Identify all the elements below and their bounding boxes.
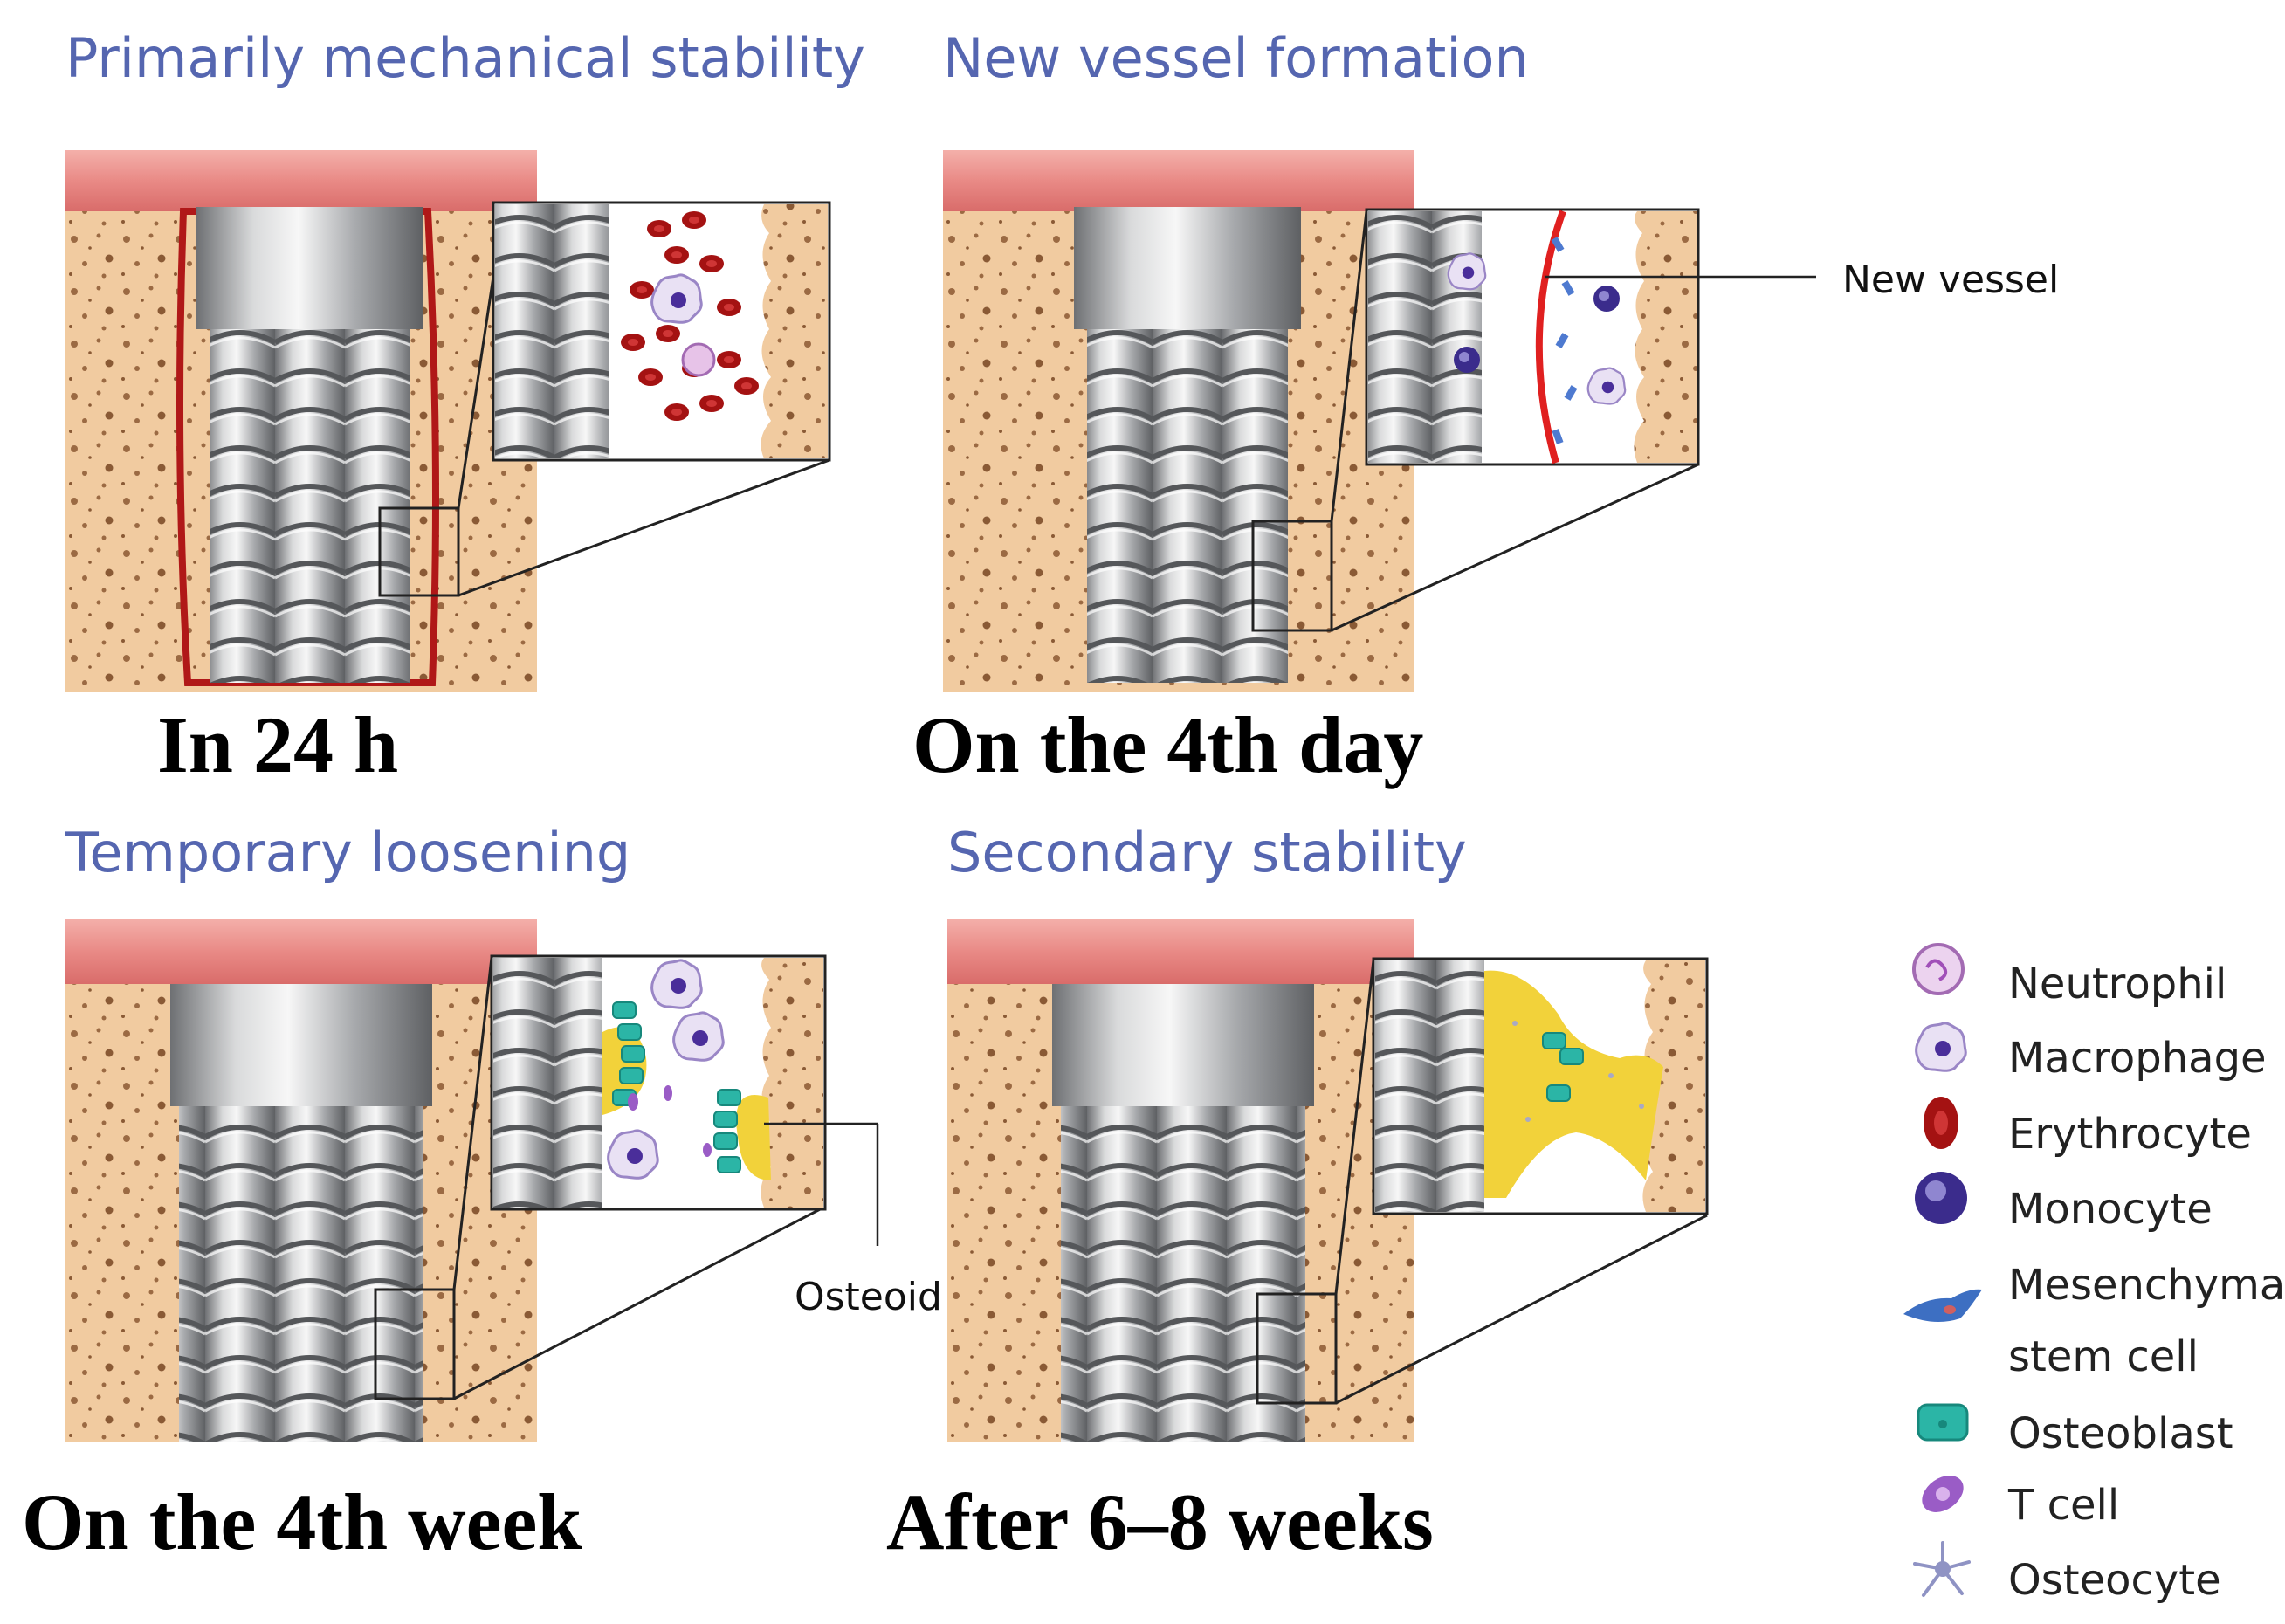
legend: Neutrophil Macrophage Erythrocyte Monocy… [1899, 943, 2285, 1615]
legend-label: T cell [2008, 1481, 2120, 1530]
panel-title: Temporary loosening [65, 821, 631, 884]
legend-item: Erythrocyte [1899, 1093, 2283, 1163]
panel-24h: Primarily mechanical stability In 24 h [65, 26, 939, 829]
legend-item: Osteocyte [1899, 1539, 2283, 1609]
legend-label: Neutrophil [2008, 960, 2227, 1008]
time-label: After 6–8 weeks [886, 1477, 1434, 1566]
osteoid-label: Osteoid [795, 1275, 942, 1319]
panel-title: Primarily mechanical stability [65, 26, 865, 90]
panel-4th-week: Temporary loosening Osteoid On the 4th w… [22, 821, 942, 1624]
macrophage-icon [1915, 1022, 1967, 1072]
legend-label-line2: stem cell [2008, 1332, 2199, 1381]
legend-item: Mesenchymal stem cell [1899, 1244, 2285, 1384]
neutrophil-icon [1912, 943, 1965, 995]
osteocyte-icon [1913, 1541, 1971, 1597]
new-vessel-label: New vessel [1842, 258, 2060, 302]
time-label: On the 4th week [22, 1477, 582, 1566]
legend-label: Mesenchymal [2008, 1261, 2285, 1310]
legend-item: Monocyte [1899, 1168, 2283, 1238]
implant-scene [65, 150, 831, 692]
panel-title: Secondary stability [947, 821, 1467, 884]
monocyte-icon [1915, 1172, 1967, 1224]
legend-label: Erythrocyte [2008, 1110, 2252, 1159]
legend-item: Osteoblast [1899, 1393, 2283, 1462]
t-cell-icon [1922, 1476, 1964, 1512]
panel-title: New vessel formation [943, 26, 1529, 90]
legend-label: Osteoblast [2008, 1409, 2233, 1458]
time-label: On the 4th day [912, 700, 1424, 789]
legend-label: Osteocyte [2008, 1556, 2221, 1605]
legend-item: Macrophage [1899, 1017, 2283, 1087]
time-label: In 24 h [157, 700, 399, 789]
implant-scene [943, 150, 1816, 692]
erythrocyte-icon [1924, 1097, 1958, 1149]
legend-label: Monocyte [2008, 1185, 2213, 1234]
legend-item: Neutrophil [1899, 943, 2283, 1013]
panel-6-8-weeks: Secondary stability After 6–8 weeks [886, 821, 1820, 1624]
legend-label: Macrophage [2008, 1034, 2267, 1083]
implant-scene [947, 919, 1709, 1442]
osteoblast-icon [1917, 1403, 1969, 1442]
mesenchymal-stem-cell-icon [1903, 1289, 1982, 1322]
panel-4th-day: New vessel formation New vessel On the 4… [912, 26, 2059, 829]
implant-scene [65, 919, 879, 1442]
legend-item: T cell [1899, 1464, 2283, 1534]
